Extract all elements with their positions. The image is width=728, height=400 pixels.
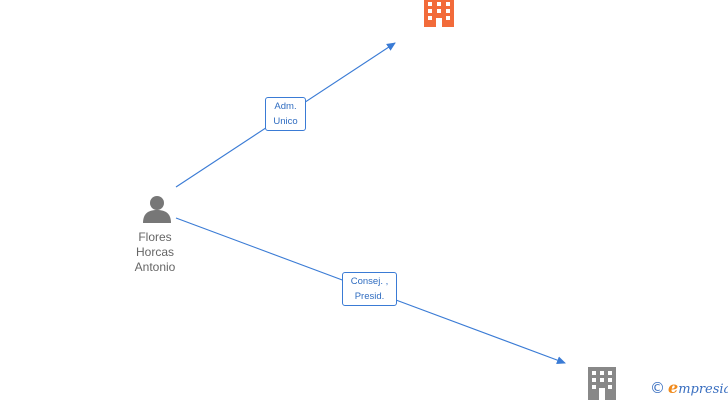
edge-label-line: Adm. xyxy=(274,101,297,112)
edge-label-line: Presid. xyxy=(354,291,385,302)
person-name-line: Flores xyxy=(138,230,172,244)
person-name-line: Antonio xyxy=(134,260,176,274)
building-icon-bottom[interactable] xyxy=(588,367,616,400)
copyright-symbol: © xyxy=(650,379,665,397)
person-name[interactable]: Flores Horcas Antonio xyxy=(115,230,195,275)
edge-label-line: Consej. , xyxy=(350,276,389,287)
brand-name: mpresia xyxy=(678,382,728,397)
empresia-logo: ©empresia xyxy=(650,378,728,397)
edge-label-adm-unico: Adm. Unico xyxy=(265,97,306,131)
brand-initial: e xyxy=(668,378,679,397)
person-name-line: Horcas xyxy=(135,245,174,259)
building-icon-top[interactable] xyxy=(424,0,454,27)
edge-label-line: Unico xyxy=(273,116,298,127)
edge-label-consej-presid: Consej. , Presid. xyxy=(342,272,397,306)
person-icon[interactable] xyxy=(143,196,171,223)
